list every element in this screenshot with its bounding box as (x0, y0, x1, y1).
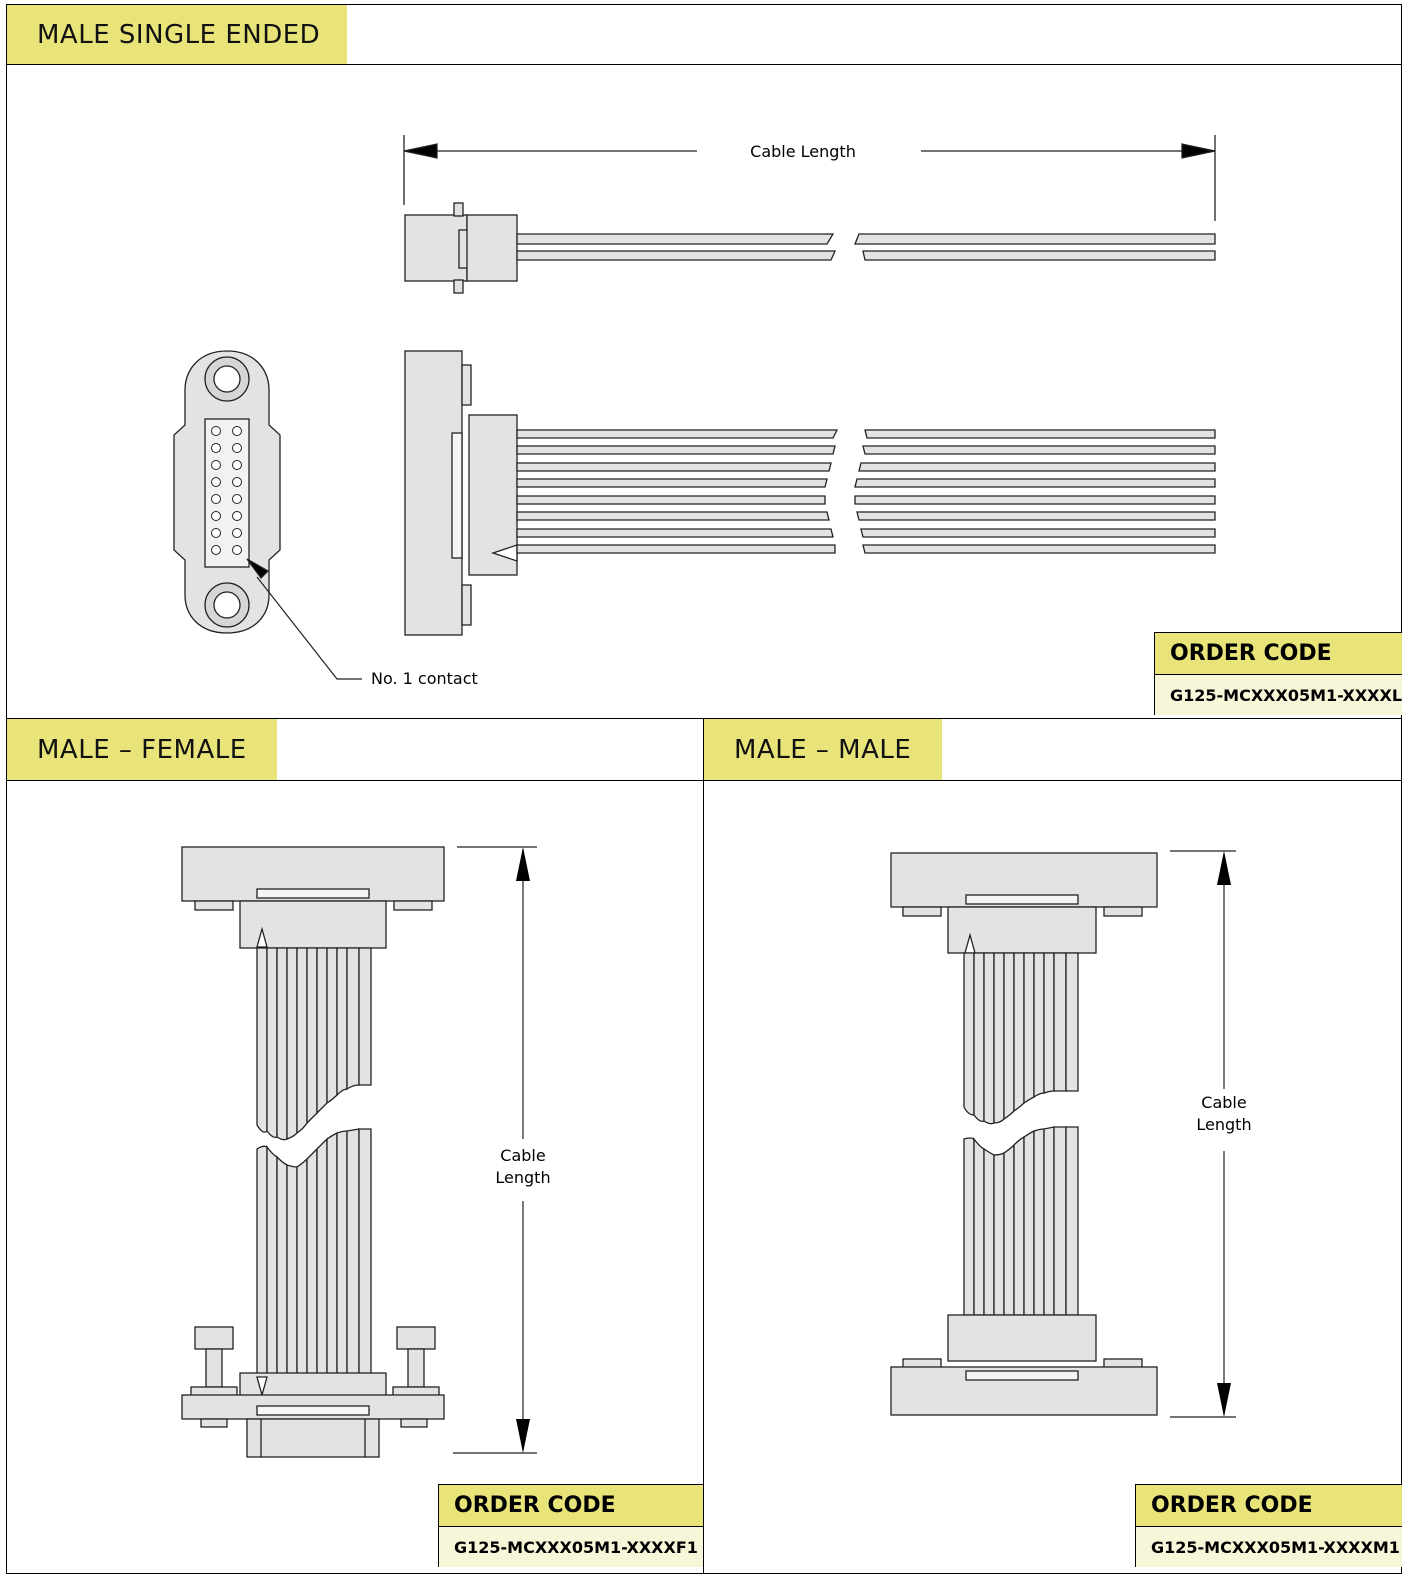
connector-side-body (404, 214, 468, 282)
ribbon-side-top-right (854, 233, 1216, 245)
arrow-up-icon (516, 847, 530, 881)
panel-header: MALE – FEMALE (7, 719, 705, 781)
arrow-up-icon (1217, 851, 1231, 885)
panel-header: MALE – MALE (704, 719, 1401, 781)
arrow-left-icon (403, 143, 438, 159)
single-ended-drawing: Cable Length No. 1 contact (173, 135, 1216, 688)
male-female-drawing: Cable Length (181, 846, 551, 1458)
jackscrew-left-head (194, 1326, 234, 1350)
order-code-box: ORDER CODE G125-MCXXX05M1-XXXXM1 (1135, 1484, 1402, 1567)
order-code-heading: ORDER CODE (1155, 633, 1402, 675)
connector-side-pin-top (453, 202, 464, 217)
mount-hole-top-inner (213, 365, 241, 393)
contact-insert (204, 418, 250, 568)
arrow-down-icon (516, 1419, 530, 1453)
arrow-down-icon (1217, 1383, 1231, 1417)
order-code-box: ORDER CODE G125-MCXXX05M1-XXXXF1 (438, 1484, 706, 1567)
order-code-value: G125-MCXXX05M1-XXXXM1 (1136, 1527, 1402, 1567)
ribbon-side-bottom-left (516, 250, 837, 261)
bottom-pin1-marker-icon (256, 1376, 268, 1398)
bottom-connector-body (947, 1314, 1097, 1362)
receptacle-shell (246, 1418, 380, 1458)
bottom-connector-slot (965, 1370, 1079, 1381)
panel-male-female: MALE – FEMALE (6, 718, 706, 1574)
connector-slot (451, 432, 463, 559)
jackscrew-right-head (396, 1326, 436, 1350)
top-pin1-marker-icon (256, 926, 268, 948)
panel-title: MALE SINGLE ENDED (7, 5, 347, 64)
arrow-callout-icon (246, 558, 270, 579)
ribbon-side-bottom-right (862, 250, 1216, 261)
connector-side-pin-bottom (453, 279, 464, 294)
dimension-label-line2: Length (1196, 1115, 1251, 1134)
mount-hole-bottom-inner (213, 591, 241, 619)
order-code-heading: ORDER CODE (439, 1485, 706, 1527)
bottom-connector-slot (256, 1405, 370, 1416)
arrow-right-icon (1181, 143, 1216, 159)
callout-leader-line (256, 576, 362, 680)
panel-male-male: MALE – MALE (703, 718, 1402, 1574)
top-connector-slot (965, 894, 1079, 905)
order-code-value: G125-MCXXX05M1-XXXXL (1155, 675, 1402, 715)
panel-header: MALE SINGLE ENDED (7, 5, 1401, 65)
panel-male-single-ended: MALE SINGLE ENDED (6, 4, 1402, 720)
contact-grid (211, 426, 242, 555)
order-code-heading: ORDER CODE (1136, 1485, 1402, 1527)
top-connector-slot (256, 888, 370, 899)
connector-side-back (466, 214, 518, 282)
male-male-drawing: Cable Length (890, 850, 1252, 1418)
connector-tab-top (461, 364, 472, 406)
jackscrew-left-shaft (205, 1348, 223, 1388)
dimension-label-line2: Length (495, 1168, 550, 1187)
order-code-value: G125-MCXXX05M1-XXXXF1 (439, 1527, 706, 1567)
connector-tab-bottom (461, 584, 472, 626)
ribbon-side-top-left (516, 233, 835, 245)
dimension-label-line1: Cable (500, 1146, 545, 1165)
dimension-label-line1: Cable (1201, 1093, 1246, 1112)
jackscrew-right-shaft (407, 1348, 425, 1388)
order-code-box: ORDER CODE G125-MCXXX05M1-XXXXL (1154, 632, 1402, 715)
dimension-label: Cable Length (750, 142, 856, 161)
panel-title: MALE – FEMALE (7, 719, 277, 780)
panel-title: MALE – MALE (704, 719, 942, 780)
callout-label: No. 1 contact (371, 669, 478, 688)
